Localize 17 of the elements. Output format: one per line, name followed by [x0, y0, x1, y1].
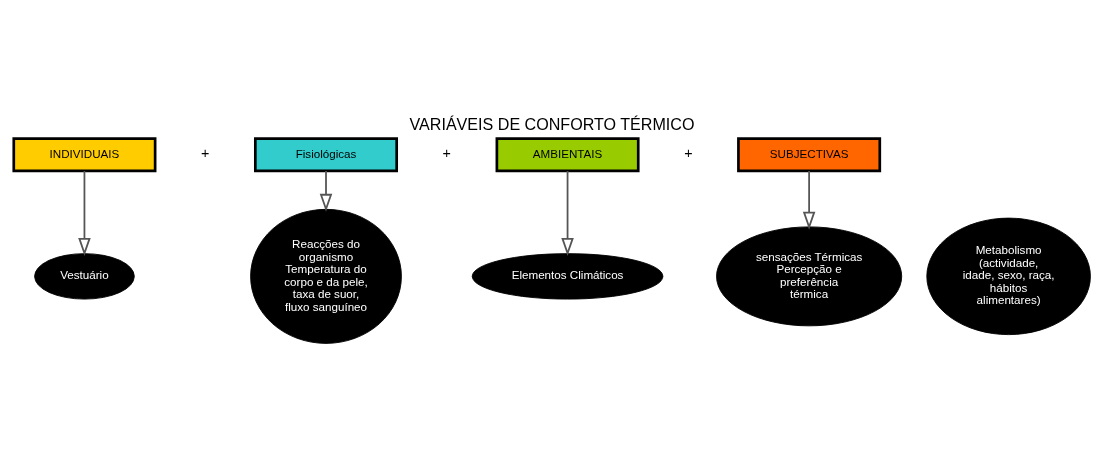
node-ellipse: Elementos Climáticos [471, 253, 664, 300]
label: + [684, 145, 693, 162]
arrow [78, 170, 91, 256]
node-box: INDIVIDUAIS [12, 137, 157, 173]
node-ellipse: sensações Térmicas Percepção e preferência térmica [716, 226, 903, 327]
arrow [561, 170, 574, 256]
node-ellipse: Vestuário [34, 253, 135, 300]
node-box: Fisiológicas [254, 137, 398, 173]
node-box: SUBJECTIVAS [737, 137, 882, 173]
node-ellipse: Reacções do organismo Temperatura do corpo e da pele, taxa de suor, fluxo sanguíneo [250, 208, 402, 344]
arrow [802, 170, 816, 230]
label: + [201, 145, 210, 162]
diagram-title: VARIÁVEIS DE CONFORTO TÉRMICO [409, 115, 695, 134]
node-ellipse: Metabolismo (actividade, idade, sexo, raça, hábitos alimentares) [926, 217, 1091, 336]
node-box: AMBIENTAIS [495, 137, 640, 173]
label: + [442, 145, 451, 162]
arrow [319, 170, 333, 212]
